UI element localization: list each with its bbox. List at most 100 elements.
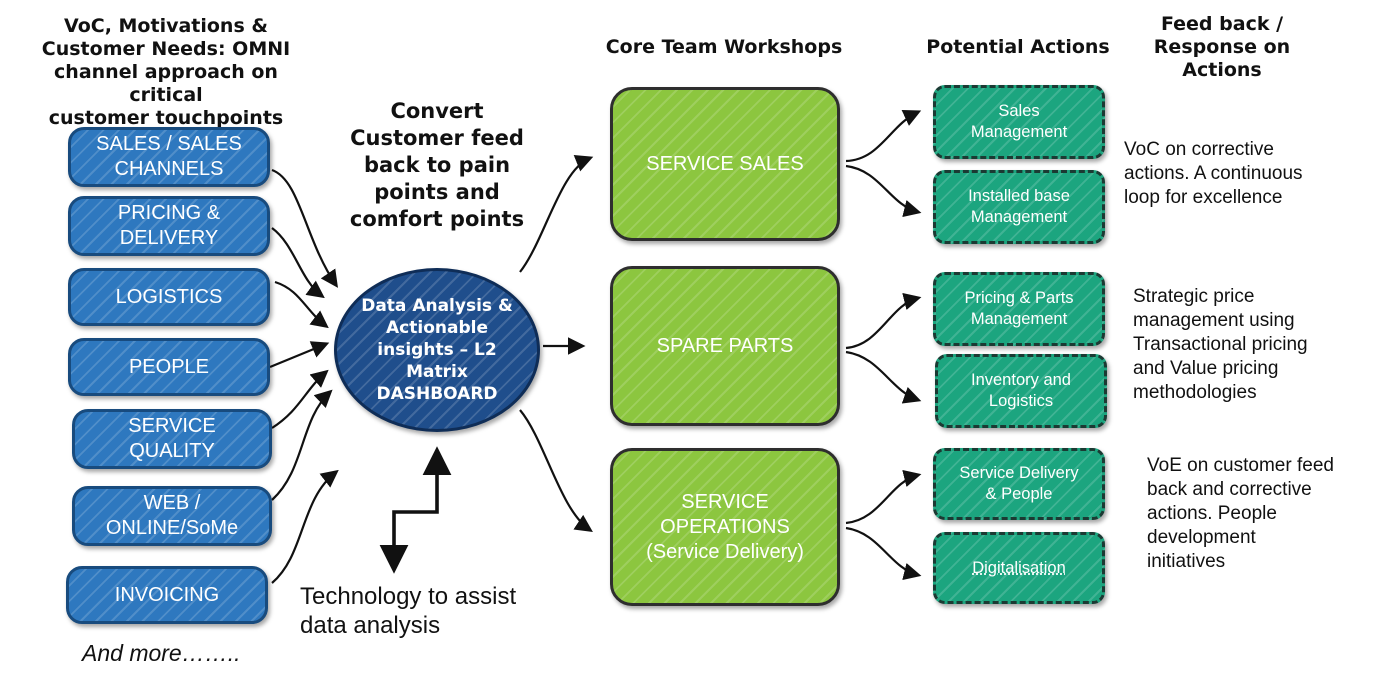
arrow-pricing-to-hub [271, 227, 325, 299]
arrow-quality-to-hub [271, 369, 329, 429]
feedback-note-voe: VoE on customer feed back and corrective… [1147, 454, 1377, 574]
touchpoint-label: LOGISTICS [115, 285, 223, 308]
voc-header-line: channel approach on critical [54, 61, 278, 106]
workshop-spare-parts: SPARE PARTS [610, 266, 840, 426]
arrow-hub-to-operations [519, 409, 593, 532]
feedback-note-line: development [1147, 527, 1256, 548]
feedback-note-line: methodologies [1133, 382, 1257, 403]
touchpoint-invoicing: INVOICING [66, 566, 268, 624]
arrow-web-to-hub [271, 389, 333, 501]
feedback-note-line: initiatives [1147, 551, 1226, 572]
touchpoint-label: WEB / [143, 492, 201, 514]
action-label: Pricing & Parts [964, 289, 1074, 307]
technology-step-arrow [379, 446, 452, 574]
feedback-note-line: actions. People [1147, 503, 1277, 524]
action-label: Management [970, 123, 1068, 141]
hub-label-line: Data Analysis & [361, 296, 513, 316]
touchpoint-logistics: LOGISTICS [68, 268, 270, 326]
touchpoint-label: INVOICING [114, 583, 220, 606]
feedback-note-line: Strategic price [1133, 286, 1255, 307]
action-label: Management [970, 208, 1068, 226]
arrow-sales-to-hub [271, 168, 338, 288]
feedback-note-line: management using [1133, 310, 1295, 331]
hub-label-line: Matrix [406, 362, 468, 382]
technology-note: Technology to assist data analysis [300, 582, 560, 640]
feedback-note-line: VoC on corrective [1124, 139, 1274, 160]
arrow-parts-to-inventory [845, 350, 922, 404]
arrow-parts-to-pricing [845, 292, 922, 350]
touchpoint-service-quality: SERVICE QUALITY [72, 409, 272, 469]
feedback-header-line: Actions [1182, 59, 1262, 81]
convert-header-line: back to pain [363, 153, 511, 177]
touchpoint-label: PRICING & [117, 202, 221, 224]
arrow-invoicing-to-hub [271, 469, 339, 584]
action-label: Digitalisation [972, 558, 1066, 577]
voc-header: VoC, Motivations & Customer Needs: OMNI … [20, 15, 312, 130]
action-label: Inventory and [971, 371, 1071, 389]
arrow-hub-to-sales [519, 155, 594, 273]
voc-header-line: VoC, Motivations & [64, 15, 268, 37]
workshop-label: SPARE PARTS [656, 334, 794, 357]
convert-header-line: Convert [390, 99, 484, 123]
arrow-sales-to-installed [845, 164, 922, 218]
feedback-header-line: Response on [1153, 36, 1291, 58]
touchpoint-label: DELIVERY [119, 227, 219, 249]
voc-header-line: customer touchpoints [48, 107, 284, 129]
feedback-note-line: loop for excellence [1124, 187, 1283, 208]
arrow-ops-to-delivery [845, 469, 922, 525]
core-team-header: Core Team Workshops [605, 36, 843, 58]
hub-label-line: Actionable [386, 318, 488, 338]
feedback-note-line: Transactional pricing [1133, 334, 1308, 355]
touchpoint-label: SALES / SALES [96, 133, 242, 155]
technology-note-line: Technology to assist [300, 583, 517, 610]
feedback-note-line: actions. A continuous [1124, 163, 1303, 184]
action-digitalisation: Digitalisation [933, 532, 1105, 604]
action-label: Management [970, 310, 1068, 328]
touchpoint-label: SERVICE [128, 415, 216, 437]
feedback-header: Feed back / Response on Actions [1140, 13, 1304, 82]
voc-header-line: Customer Needs: OMNI [41, 38, 291, 60]
workshop-label: (Service Delivery) [646, 540, 804, 563]
convert-header-line: points and [374, 180, 500, 204]
arrow-people-to-hub [269, 341, 330, 369]
convert-header-line: Customer feed [350, 126, 524, 150]
hub-dashboard-circle: Data Analysis & Actionable insights – L2… [334, 268, 540, 432]
technology-note-line: data analysis [300, 612, 441, 639]
touchpoint-web-online: WEB / ONLINE/SoMe [72, 486, 272, 546]
arrow-logistics-to-hub [274, 280, 329, 329]
and-more-label: And more…….. [82, 640, 241, 666]
feedback-header-line: Feed back / [1160, 13, 1284, 35]
convert-header: Convert Customer feed back to pain point… [342, 98, 532, 233]
touchpoint-label: PEOPLE [128, 355, 210, 378]
feedback-note-line: and Value pricing [1133, 358, 1279, 379]
workshop-service-sales: SERVICE SALES [610, 87, 840, 241]
action-label: Logistics [988, 392, 1054, 410]
workshop-label: SERVICE SALES [646, 152, 804, 175]
feedback-note-voc: VoC on corrective actions. A continuous … [1124, 138, 1364, 210]
workshop-label: OPERATIONS [660, 515, 790, 538]
action-label: Sales [998, 102, 1040, 120]
action-service-delivery-people: Service Delivery & People [933, 448, 1105, 520]
touchpoint-sales-channels: SALES / SALES CHANNELS [68, 127, 270, 187]
touchpoint-pricing-delivery: PRICING & DELIVERY [68, 196, 270, 256]
convert-header-line: comfort points [349, 207, 525, 231]
touchpoint-label: CHANNELS [114, 158, 224, 180]
hub-label-line: DASHBOARD [376, 384, 498, 404]
feedback-note-line: back and corrective [1147, 479, 1312, 500]
touchpoint-label: ONLINE/SoMe [105, 517, 239, 539]
arrow-sales-to-sales-mgmt [845, 109, 922, 163]
action-label: & People [985, 485, 1053, 503]
touchpoint-people: PEOPLE [68, 338, 270, 396]
feedback-note-pricing: Strategic price management using Transac… [1133, 285, 1363, 405]
touchpoint-label: QUALITY [129, 440, 215, 462]
action-label: Installed base [968, 187, 1070, 205]
workshop-service-operations: SERVICE OPERATIONS (Service Delivery) [610, 448, 840, 606]
action-label: Service Delivery [959, 464, 1079, 482]
hub-label-line: insights – L2 [377, 340, 497, 360]
workshop-label: SERVICE [681, 490, 769, 513]
